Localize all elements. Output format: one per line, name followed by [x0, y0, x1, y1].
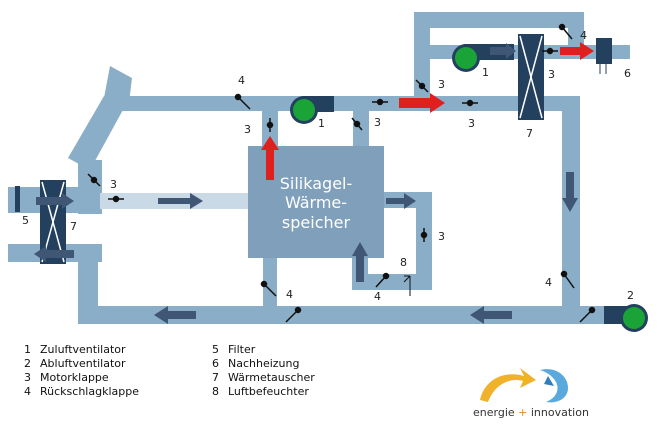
- hot-arrow-up: [261, 136, 279, 180]
- storage-label-line2: Wärme-: [285, 193, 347, 212]
- motor-flaps: [87, 47, 558, 242]
- label-motor-flap: 3: [244, 123, 251, 136]
- arrow-up: [352, 242, 368, 282]
- arrow-right: [386, 193, 416, 209]
- label-filter: 5: [22, 214, 29, 227]
- motor-flap: [108, 195, 124, 203]
- hot-flow-arrows: [261, 42, 594, 180]
- label-check-valve: 4: [580, 29, 587, 42]
- exhaust-fan: [604, 304, 648, 332]
- label-motor-flap: 3: [468, 117, 475, 130]
- humidifier: [403, 275, 411, 296]
- label-motor-flap: 3: [110, 178, 117, 191]
- logo-swoosh-icon: [480, 368, 568, 403]
- storage-label-line1: Silikagel-: [280, 174, 353, 193]
- heat-exchanger-top: [518, 34, 544, 120]
- label-heat-exchanger: 7: [70, 220, 77, 233]
- arrow-down: [562, 172, 578, 212]
- check-valve: [285, 306, 302, 323]
- arrow-right: [158, 193, 203, 209]
- hot-arrow-right: [399, 93, 445, 113]
- arrow-right: [36, 193, 74, 209]
- arrow-left: [154, 306, 196, 324]
- hot-arrow-right: [560, 42, 594, 60]
- label-heat-exchanger: 7: [526, 127, 533, 140]
- check-valves: [234, 23, 596, 323]
- arrow-left: [34, 246, 74, 262]
- reheater: [596, 38, 612, 74]
- label-supply-fan: 1: [318, 117, 325, 130]
- label-supply-fan: 1: [482, 66, 489, 79]
- component-labels: 3 3 3 3 3 3 3 4 4 4 4 4 1 1 2 5 6 7 7 8: [22, 29, 634, 303]
- check-valve: [560, 270, 575, 289]
- check-valve: [234, 93, 251, 110]
- motor-flap: [351, 117, 363, 131]
- label-check-valve: 4: [286, 288, 293, 301]
- logo-text: energie + innovation: [473, 406, 589, 419]
- motor-flap: [87, 173, 101, 187]
- energie-innovation-logo: energie + innovation: [470, 362, 590, 426]
- motor-flap: [542, 47, 558, 55]
- label-check-valve: 4: [545, 276, 552, 289]
- label-motor-flap: 3: [548, 68, 555, 81]
- label-humidifier: 8: [400, 256, 407, 269]
- motor-flap: [462, 99, 478, 107]
- arrow-right: [490, 43, 516, 59]
- label-motor-flap: 3: [374, 116, 381, 129]
- label-check-valve: 4: [374, 290, 381, 303]
- check-valve: [260, 280, 277, 297]
- storage-label-line3: speicher: [282, 213, 351, 232]
- motor-flap: [372, 98, 388, 106]
- label-check-valve: 4: [238, 74, 245, 87]
- filter: [15, 186, 20, 212]
- check-valve: [558, 23, 573, 40]
- motor-flap: [420, 228, 428, 242]
- flow-arrows: [34, 43, 578, 324]
- label-motor-flap: 3: [438, 230, 445, 243]
- check-valve: [579, 306, 596, 323]
- motor-flap: [266, 118, 274, 132]
- motor-flap: [415, 79, 429, 93]
- supply-fan-main: [290, 96, 334, 124]
- label-motor-flap: 3: [438, 78, 445, 91]
- arrow-left: [470, 306, 512, 324]
- label-reheater: 6: [624, 67, 631, 80]
- check-valve: [375, 272, 390, 288]
- label-exhaust-fan: 2: [627, 289, 634, 302]
